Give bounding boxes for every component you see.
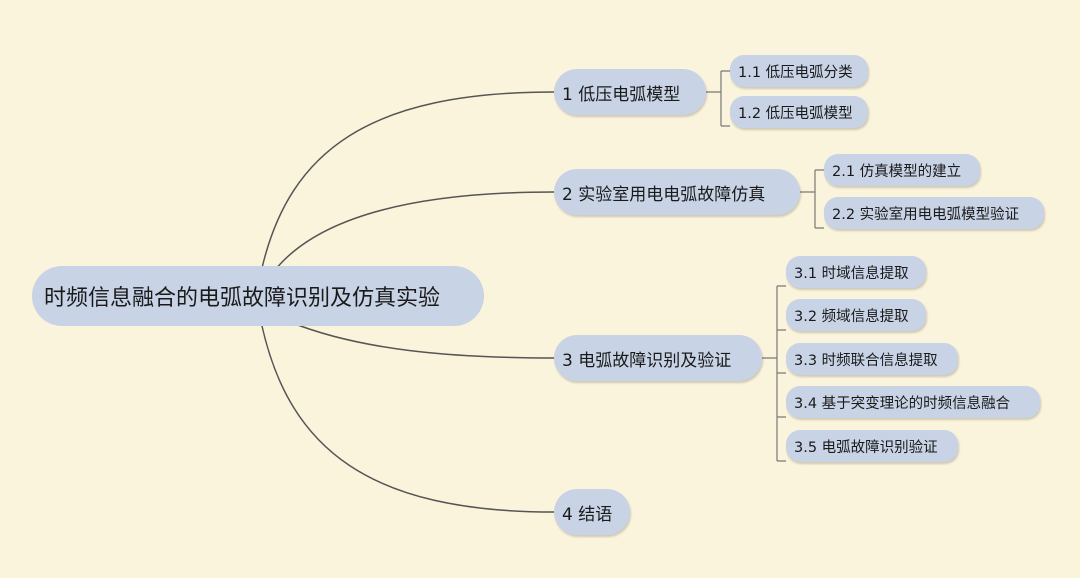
connector-root-branch-4 (261, 325, 555, 513)
connector-root-branch-3 (289, 321, 555, 359)
subtopic-3-2[interactable]: 3.2 频域信息提取 (786, 299, 926, 331)
subtopic-3-4[interactable]: 3.4 基于突变理论的时频信息融合 (786, 386, 1040, 418)
subtopic-1-1[interactable]: 1.1 低压电弧分类 (730, 55, 868, 87)
subtopic-label: 3.4 基于突变理论的时频信息融合 (794, 395, 1011, 412)
subtopic-label: 1.1 低压电弧分类 (738, 64, 853, 81)
subtopic-label: 3.2 频域信息提取 (794, 308, 909, 325)
subtopic-3-5[interactable]: 3.5 电弧故障识别验证 (786, 430, 958, 462)
root-topic-label: 时频信息融合的电弧故障识别及仿真实验 (44, 286, 441, 311)
branch-3[interactable]: 3 电弧故障识别及验证 (554, 335, 762, 381)
subtopic-label: 3.3 时频联合信息提取 (794, 352, 938, 369)
connector-branch-3-children (762, 285, 786, 462)
subtopic-label: 2.1 仿真模型的建立 (832, 163, 962, 180)
subtopic-label: 1.2 低压电弧模型 (738, 105, 853, 122)
branch-2[interactable]: 2 实验室用电电弧故障仿真 (554, 169, 800, 215)
connector-root-branch-1 (261, 91, 555, 269)
subtopic-2-1[interactable]: 2.1 仿真模型的建立 (824, 154, 980, 186)
branch-3-label: 3 电弧故障识别及验证 (562, 350, 732, 371)
branch-4[interactable]: 4 结语 (554, 489, 630, 535)
subtopic-3-3[interactable]: 3.3 时频联合信息提取 (786, 343, 958, 375)
branch-1[interactable]: 1 低压电弧模型 (554, 69, 706, 115)
subtopic-3-1[interactable]: 3.1 时域信息提取 (786, 256, 926, 288)
branch-4-label: 4 结语 (562, 504, 613, 525)
subtopic-1-2[interactable]: 1.2 低压电弧模型 (730, 96, 868, 128)
subtopic-2-2[interactable]: 2.2 实验室用电电弧模型验证 (824, 197, 1044, 229)
branch-1-label: 1 低压电弧模型 (562, 84, 681, 105)
connector-root-branch-2 (274, 191, 555, 271)
root-topic[interactable]: 时频信息融合的电弧故障识别及仿真实验 (32, 266, 484, 326)
connector-branch-2-children (800, 169, 824, 229)
branch-2-label: 2 实验室用电电弧故障仿真 (562, 184, 766, 205)
subtopic-label: 2.2 实验室用电电弧模型验证 (832, 206, 1020, 223)
connector-branch-1-children (706, 70, 730, 127)
subtopic-label: 3.5 电弧故障识别验证 (794, 439, 938, 456)
subtopic-label: 3.1 时域信息提取 (794, 265, 909, 282)
